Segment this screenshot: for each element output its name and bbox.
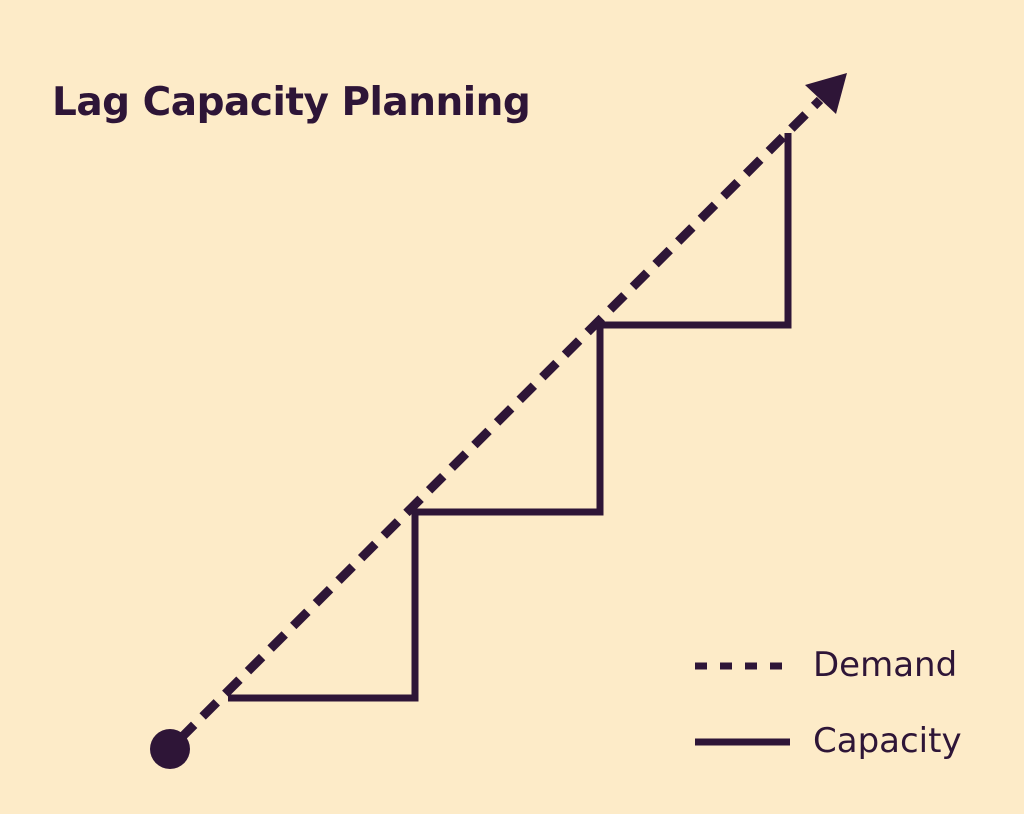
capacity-line <box>228 133 792 702</box>
origin-point <box>150 729 190 769</box>
legend-demand-label: Demand <box>813 645 958 685</box>
demand-arrowhead-icon <box>805 73 847 114</box>
diagram-title: Lag Capacity Planning <box>52 80 531 125</box>
legend-capacity-label: Capacity <box>813 721 962 761</box>
demand-line <box>176 96 824 743</box>
